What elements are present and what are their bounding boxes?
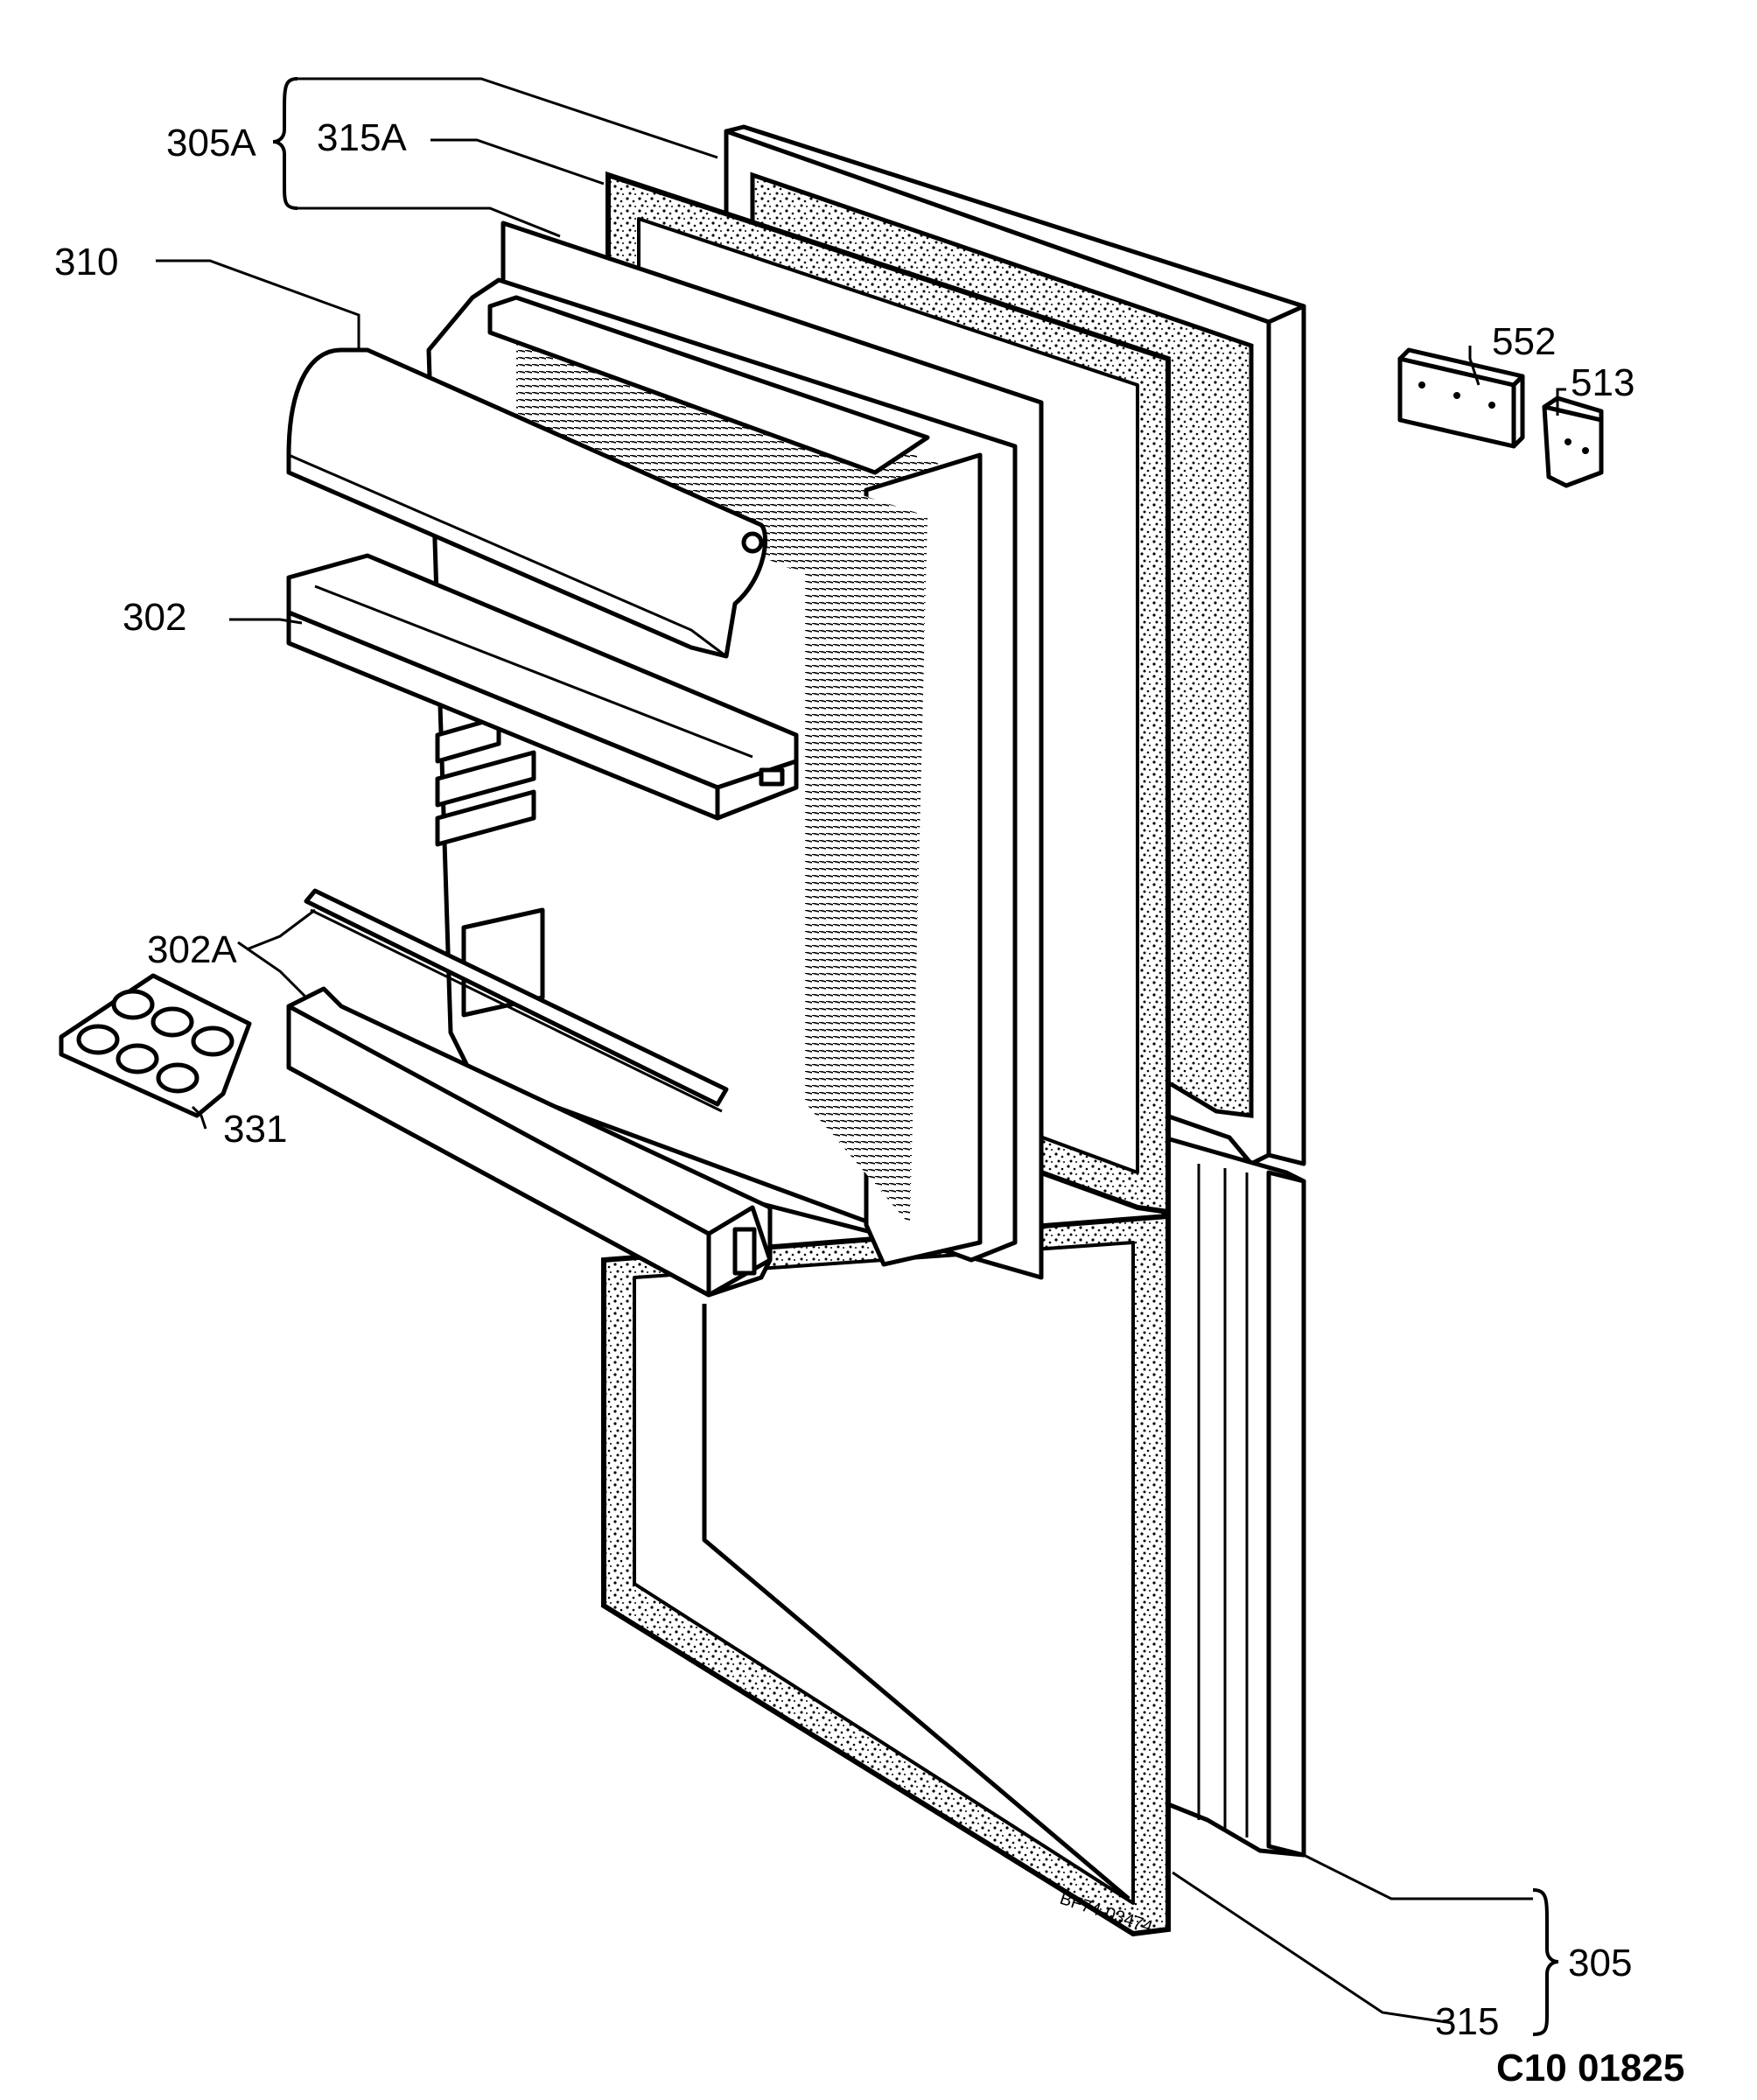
brace-305 (1532, 1888, 1559, 2036)
lower-inner-door-liner (702, 1304, 1130, 1900)
brace-305a (272, 77, 298, 210)
label-305: 305 (1568, 1942, 1632, 1984)
dairy-compartment-cover (286, 347, 768, 659)
shelf-retainer-bar (304, 888, 729, 1113)
label-331: 331 (223, 1108, 287, 1151)
hinge-plate (1397, 347, 1525, 449)
label-552: 552 (1492, 320, 1556, 363)
egg-tray (59, 973, 252, 1118)
door-shelf (286, 553, 799, 821)
label-315a: 315A (317, 116, 407, 159)
bottle-shelf (286, 986, 773, 1298)
hinge-bracket (1542, 396, 1604, 488)
label-302a: 302A (147, 928, 237, 971)
label-302: 302 (122, 596, 186, 639)
label-310: 310 (54, 241, 118, 284)
leader-lines (156, 77, 1566, 2025)
label-513: 513 (1571, 361, 1634, 404)
drawing-code: C10 01825 (1496, 2047, 1684, 2090)
label-315: 315 (1435, 2000, 1499, 2043)
lower-outer-door-panel (1161, 1135, 1306, 1858)
label-305a: 305A (166, 122, 256, 164)
